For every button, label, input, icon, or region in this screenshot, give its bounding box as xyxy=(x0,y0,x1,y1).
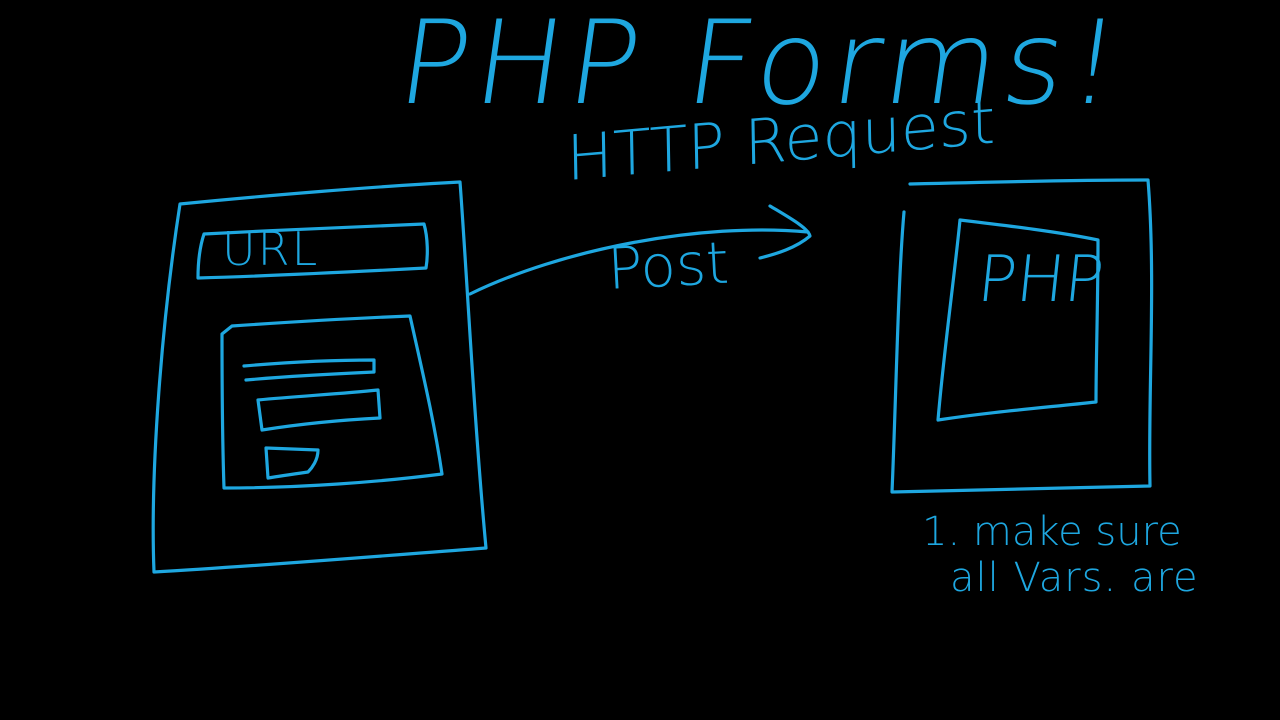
form-field-1 xyxy=(242,358,376,382)
server-inner-outline xyxy=(936,218,1100,422)
form-submit-button xyxy=(264,446,320,480)
arrow-label-post: Post xyxy=(605,228,731,303)
form-field-2 xyxy=(256,388,382,432)
browser-url-label: URL xyxy=(222,222,320,276)
server-outer-outline xyxy=(890,178,1154,494)
server-php-label: PHP xyxy=(974,243,1108,317)
form-panel-outline xyxy=(220,314,444,490)
url-bar-outline xyxy=(196,222,429,280)
request-arrow-head xyxy=(758,204,812,260)
note-line-1: 1. make sure xyxy=(922,509,1182,555)
browser-window-outline xyxy=(151,180,488,574)
note-line-2: all Vars. are xyxy=(950,555,1199,601)
request-arrow-line xyxy=(468,228,810,296)
